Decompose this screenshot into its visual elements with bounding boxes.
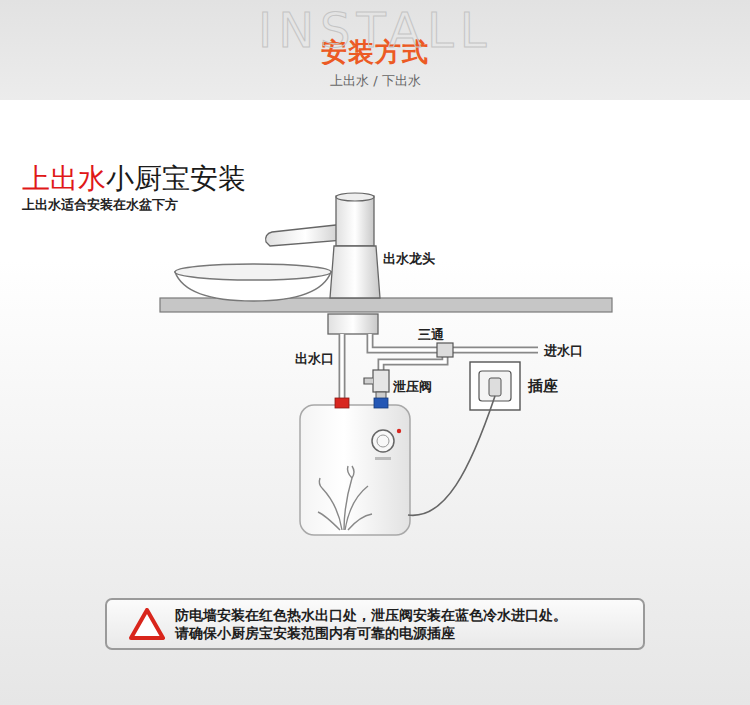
heading-black: 小厨宝安装 (106, 160, 246, 198)
sink-rim (175, 264, 331, 280)
part-label: 进水口 (544, 342, 583, 360)
faucet-spout (266, 224, 345, 246)
part-label: 三通 (418, 326, 444, 344)
faucet-head (336, 196, 374, 246)
wall-socket (470, 362, 520, 410)
warning-text: 请确保小厨房宝安装范围内有可靠的电源插座 (175, 624, 631, 642)
orchid-decoration (318, 466, 372, 530)
warning-text: 防电墙安装在红色热水出口处，泄压阀安装在蓝色冷水进口处。 (175, 606, 631, 624)
power-cord (408, 396, 495, 515)
faucet-body (330, 246, 380, 298)
warning-icon (129, 608, 165, 640)
part-label: 出水口 (295, 350, 334, 368)
subtitle: 上出水 / 下出水 (330, 72, 421, 90)
water-heater (300, 405, 410, 535)
relief-valve (373, 370, 389, 392)
tee-fitting (437, 343, 453, 357)
part-label: 泄压阀 (393, 378, 432, 396)
warning-box: 防电墙安装在红色热水出口处，泄压阀安装在蓝色冷水进口处。请确保小厨房宝安装范围内… (105, 598, 645, 650)
part-label: 出水龙头 (383, 250, 435, 268)
mounting-nut (328, 314, 378, 334)
subheading: 上出水适合安装在水盆下方 (22, 196, 178, 214)
cold-inlet-port (374, 398, 388, 408)
part-label: 插座 (528, 377, 558, 396)
thermostat-knob (372, 430, 394, 452)
heading-red: 上出水 (22, 160, 106, 198)
watermark: INSTALL (258, 2, 492, 58)
hot-outlet-port (335, 398, 349, 408)
